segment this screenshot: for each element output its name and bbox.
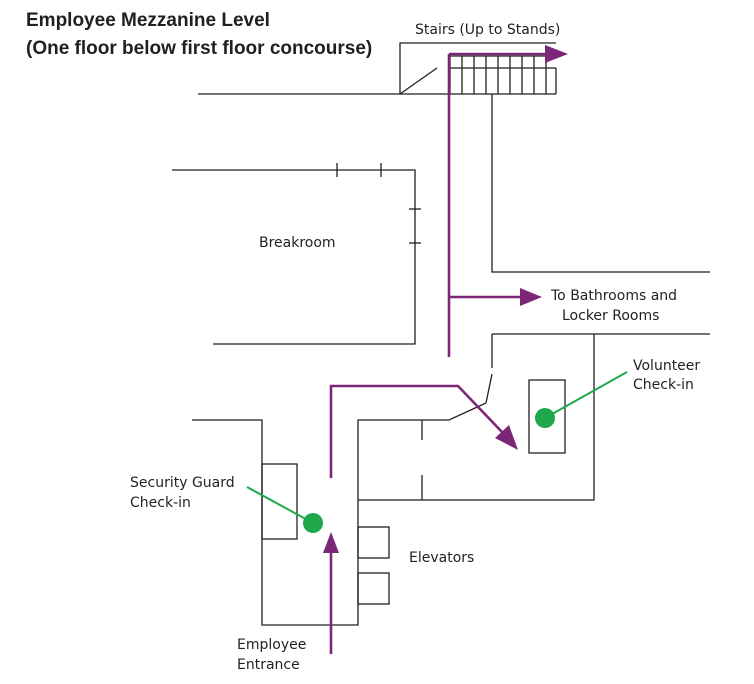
volunteer-label-line1: Volunteer — [633, 358, 700, 374]
elevator-1 — [357, 526, 390, 559]
walls — [198, 42, 557, 95]
map-title: Employee Mezzanine Level — [26, 10, 270, 31]
volunteer-label-line2: Check-in — [633, 377, 694, 393]
stairs-label: Stairs (Up to Stands) — [415, 22, 560, 38]
bathrooms-arrow-icon — [520, 288, 542, 306]
route-paths — [323, 45, 568, 654]
elevators-label: Elevators — [409, 550, 474, 566]
breakroom-label: Breakroom — [259, 235, 336, 251]
entrance-arrow-icon — [323, 532, 339, 553]
security-desk — [261, 463, 298, 540]
bathrooms-label-line1: To Bathrooms and — [550, 288, 677, 304]
map-subtitle: (One floor below first floor concourse) — [26, 38, 372, 59]
entrance-label-line2: Entrance — [237, 657, 300, 673]
stair-treads — [461, 56, 547, 94]
bathrooms-label-line2: Locker Rooms — [562, 308, 659, 324]
elevator-2 — [357, 572, 390, 605]
volunteer-desk — [528, 379, 566, 454]
stairs-arrow-icon — [545, 45, 568, 63]
security-checkpoint-marker — [303, 513, 323, 533]
volunteer-checkpoint-marker — [535, 408, 555, 428]
security-label-line1: Security Guard — [130, 475, 235, 491]
entrance-label-line1: Employee — [237, 637, 306, 653]
security-label-line2: Check-in — [130, 495, 191, 511]
walls-main — [172, 94, 710, 626]
checkpoints — [246, 371, 628, 533]
volunteer-arrow-icon — [495, 425, 518, 450]
